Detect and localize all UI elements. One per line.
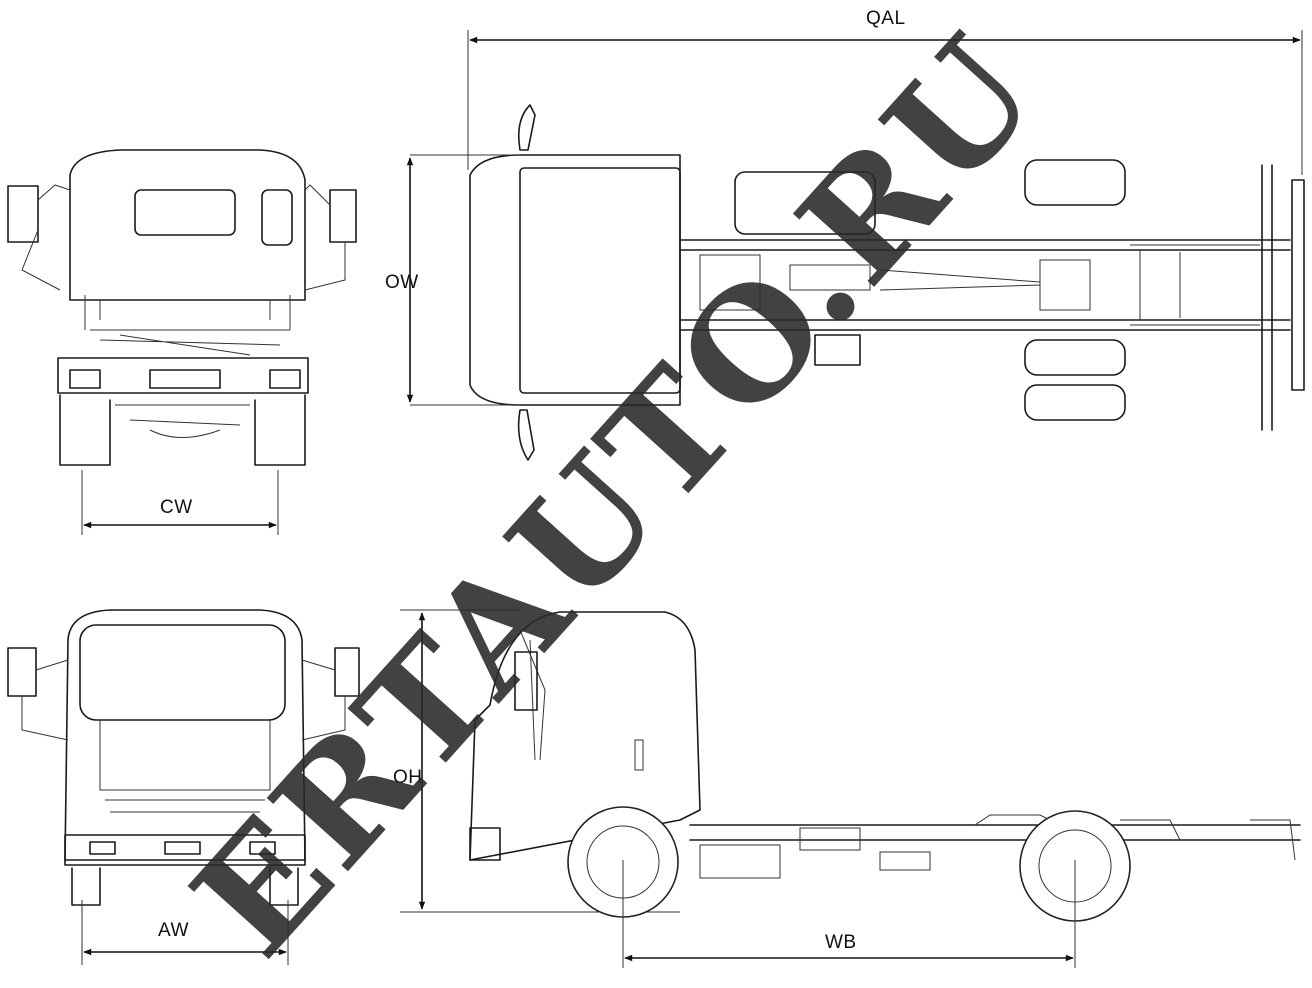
cw-label: CW [160,497,193,518]
top-view [406,30,1305,461]
ow-label: OW [385,272,419,293]
oh-label: OH [393,767,423,788]
side-view [400,609,1301,968]
aw-label: AW [158,920,189,941]
front-view-top [7,149,357,535]
qal-label: QAL [866,8,906,29]
front-view-bottom [7,609,360,965]
wb-label: WB [825,932,857,953]
